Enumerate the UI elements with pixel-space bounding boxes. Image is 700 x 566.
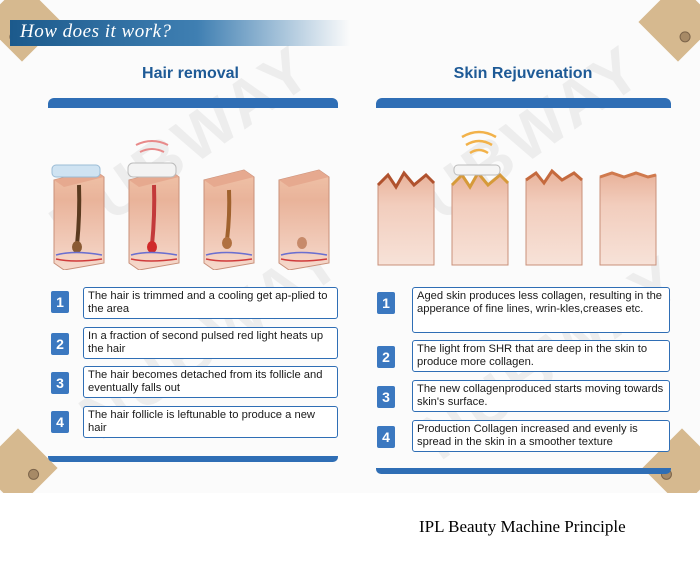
- step-number: 3: [51, 372, 69, 394]
- page-title: How does it work?: [20, 21, 172, 42]
- header-band: [10, 20, 350, 46]
- hair-removal-illustration: [51, 140, 330, 270]
- panel-top-bar: [48, 98, 338, 108]
- panel-top-bar: [376, 98, 671, 108]
- step-text: The light from SHR that are deep in the …: [412, 340, 670, 372]
- step-number: 2: [51, 333, 69, 355]
- step-number: 1: [51, 291, 69, 313]
- skin-block-3: [525, 168, 583, 266]
- step-text: Production Collagen increased and evenly…: [412, 420, 670, 452]
- step-text: The new collagenproduced starts moving t…: [412, 380, 670, 412]
- skin-block-4: [599, 171, 657, 266]
- skin-block-4: [278, 169, 330, 270]
- corner-ornament: [638, 0, 700, 62]
- skin-block-1: [51, 164, 105, 270]
- step-text: In a fraction of second pulsed red light…: [83, 327, 338, 359]
- skin-block-1: [376, 170, 436, 266]
- step-number: 4: [51, 411, 69, 433]
- skin-block-2: [450, 164, 510, 266]
- skin-block-2: [127, 162, 180, 270]
- step-text: Aged skin produces less collagen, result…: [412, 287, 670, 333]
- figure-caption: IPL Beauty Machine Principle: [419, 517, 626, 536]
- step-number: 3: [377, 386, 395, 408]
- skin-rejuvenation-illustration: [376, 130, 657, 266]
- step-text: The hair is trimmed and a cooling get ap…: [83, 287, 338, 319]
- step-number: 2: [377, 346, 395, 368]
- panel-title-hair-removal: Hair removal: [142, 65, 239, 82]
- step-text: The hair follicle is leftunable to produ…: [83, 406, 338, 438]
- panel-bottom-bar: [48, 456, 338, 462]
- panel-title-skin-rejuvenation: Skin Rejuvenation: [453, 65, 593, 82]
- skin-block-3: [203, 169, 255, 270]
- step-number: 4: [377, 426, 395, 448]
- step-text: The hair becomes detached from its folli…: [83, 366, 338, 398]
- panel-bottom-bar: [376, 468, 671, 474]
- step-number: 1: [377, 292, 395, 314]
- infographic-poster: NUBWAY NUBWAY NUBWAY NUBWAY How does it …: [0, 0, 700, 493]
